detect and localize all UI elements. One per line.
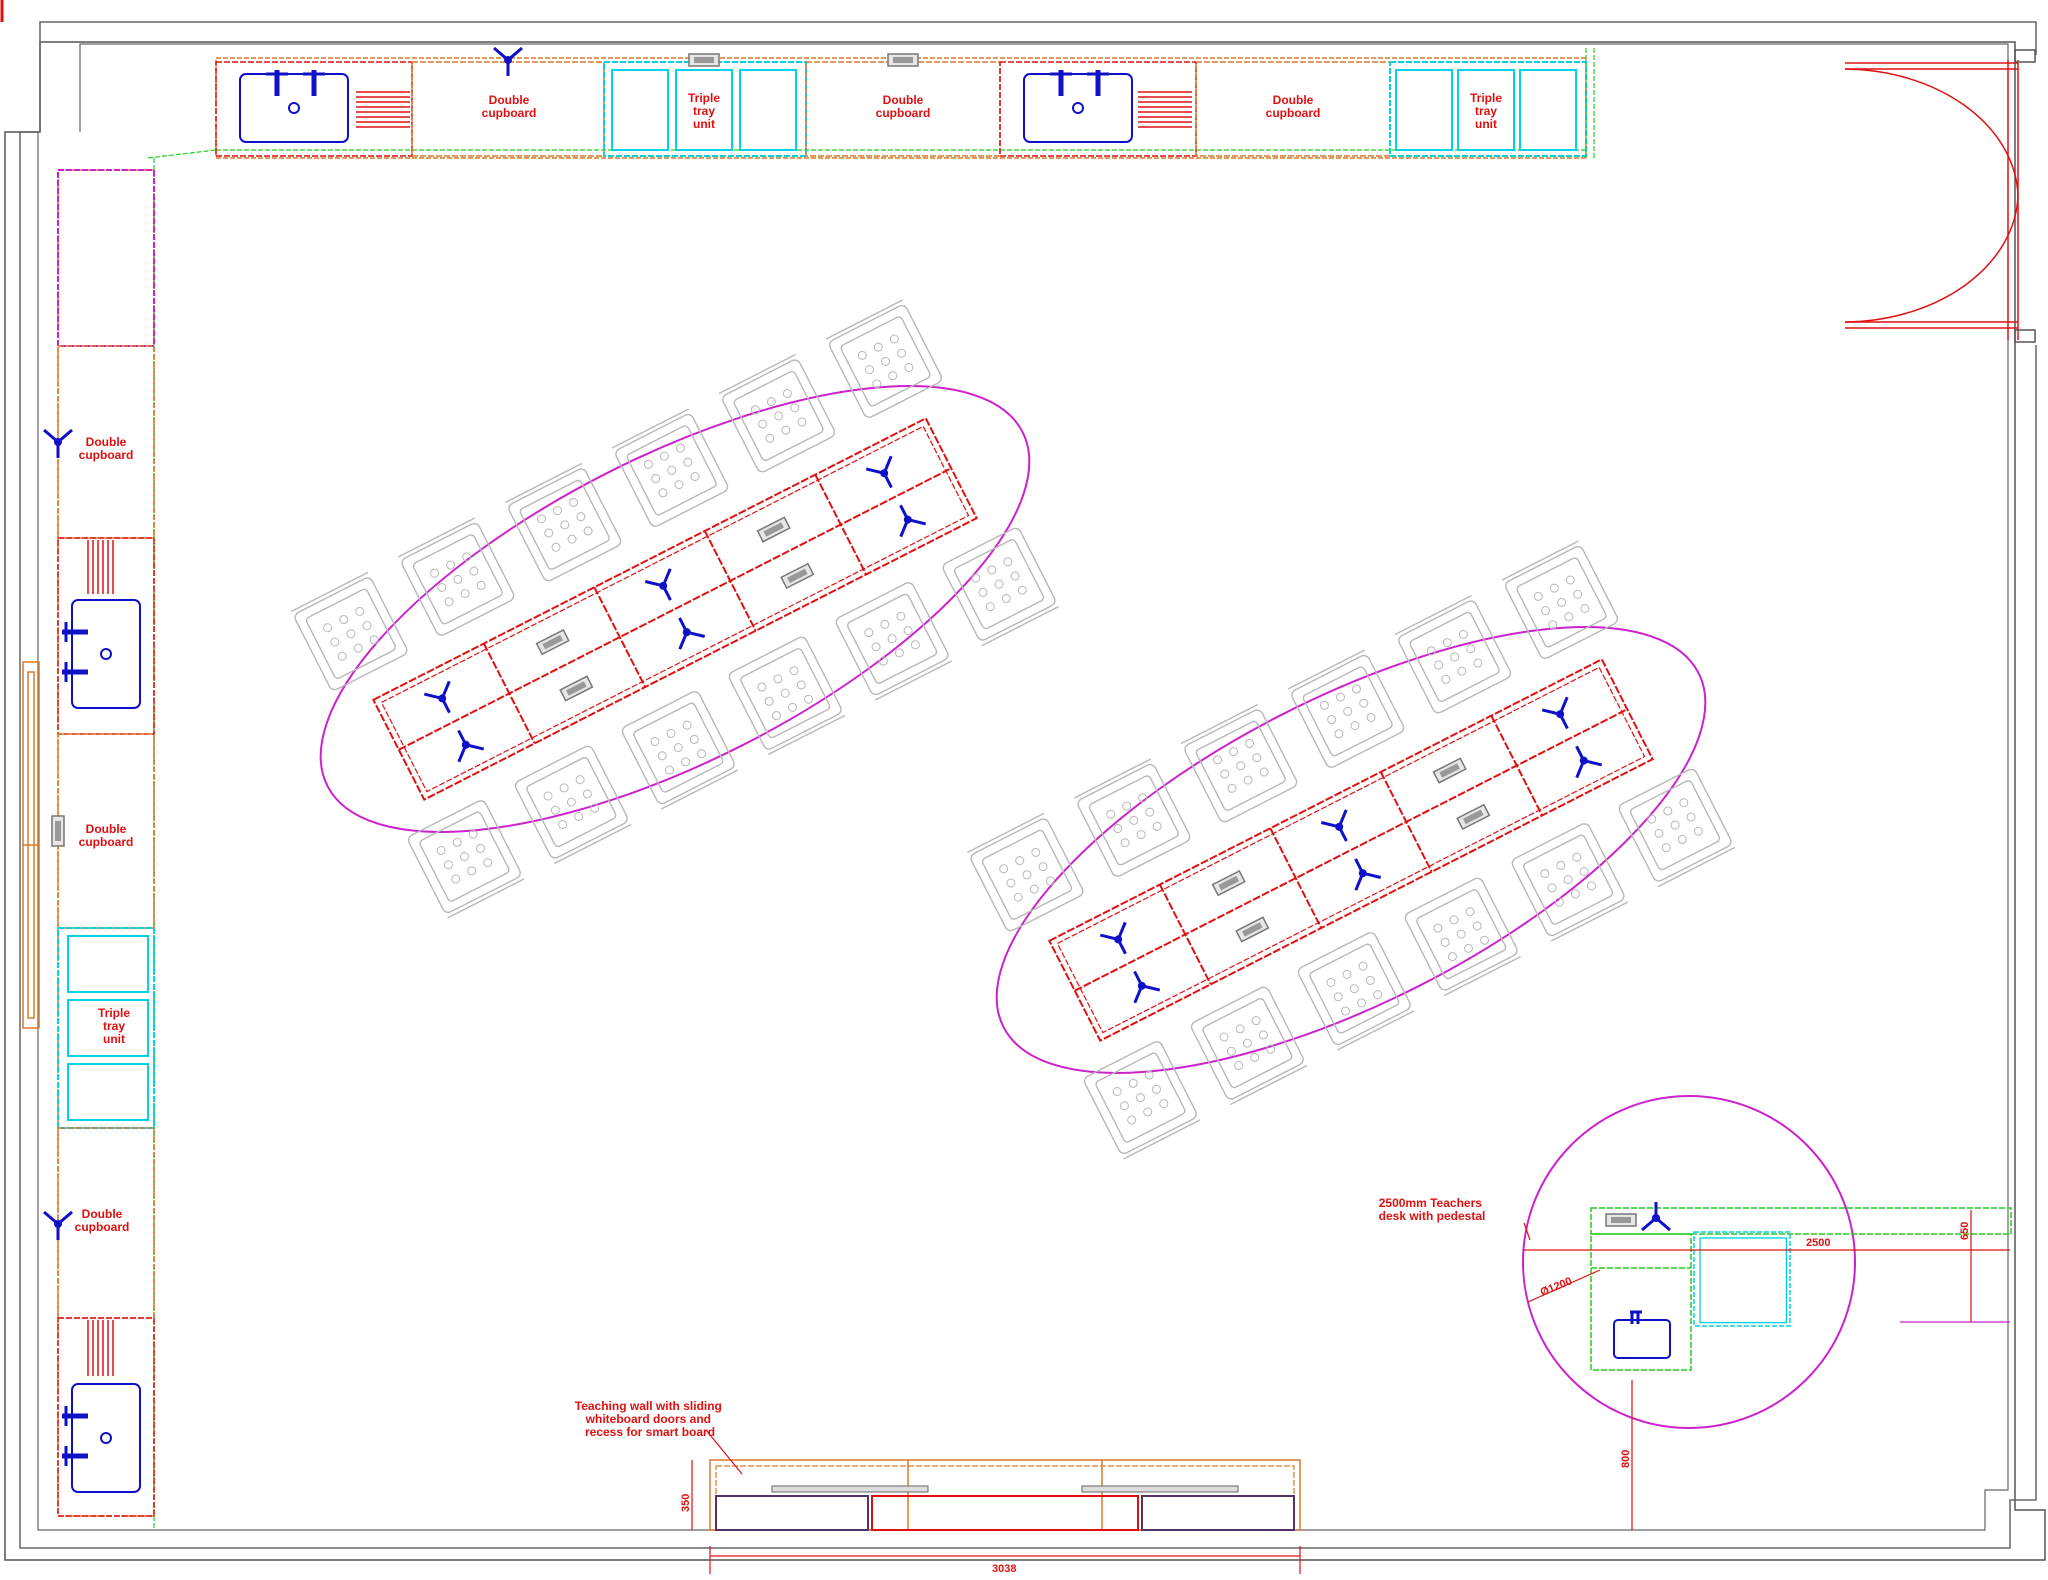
unit-label-line: Double	[86, 822, 127, 836]
unit-label-line: Double	[883, 93, 924, 107]
island-bench	[372, 417, 978, 801]
unit-label-line: tray	[1475, 104, 1497, 118]
unit-label-line: cupboard	[482, 106, 537, 120]
sink-unit	[57, 1317, 155, 1517]
circle-diameter-dim: Ø1200	[1539, 1275, 1574, 1298]
unit-label-line: Double	[82, 1207, 123, 1221]
room-walls	[4, 21, 2046, 1561]
island-table-group	[290, 299, 1060, 919]
island-table-group	[966, 540, 1736, 1160]
teachers-desk-note: 2500mm Teachers desk with pedestal	[1379, 1196, 1486, 1223]
unit-label-line: unit	[1475, 117, 1497, 131]
unit-label-line: Triple	[1470, 91, 1502, 105]
sink-unit	[999, 61, 1197, 157]
unit-label-line: cupboard	[75, 1220, 130, 1234]
unit-label-line: unit	[693, 117, 715, 131]
unit-label-line: cupboard	[1266, 106, 1321, 120]
unit-label-line: Triple	[688, 91, 720, 105]
desk-depth-dim: 650	[1959, 1222, 1971, 1240]
teachers-desk-area: 2500mm Teachers desk with pedestal 2500 …	[1379, 1095, 2012, 1530]
unit-label-line: Double	[1273, 93, 1314, 107]
teaching-wall-depth-dim: 350	[680, 1494, 692, 1512]
desk-length-dim: 2500	[1806, 1237, 1830, 1249]
desk-gap-dim: 800	[1620, 1450, 1632, 1468]
unit-label-line: tray	[103, 1019, 125, 1033]
teaching-wall-width-dim: 3038	[992, 1563, 1016, 1575]
unit-label-line: unit	[103, 1032, 125, 1046]
unit-label-line: cupboard	[79, 448, 134, 462]
unit-label-line: cupboard	[79, 835, 134, 849]
unit-label-line: tray	[693, 104, 715, 118]
unit-label-line: cupboard	[876, 106, 931, 120]
sink-unit	[215, 61, 413, 157]
sink-unit	[57, 537, 155, 735]
entrance-double-door	[1844, 49, 2036, 343]
side-window	[22, 661, 40, 1029]
unit-label-line: Double	[489, 93, 530, 107]
teaching-wall-note: Teaching wall with sliding whiteboard do…	[575, 1399, 725, 1439]
unit-label-line: Double	[86, 435, 127, 449]
unit-label-line: Triple	[98, 1006, 130, 1020]
teaching-wall: Teaching wall with sliding whiteboard do…	[575, 1399, 1301, 1575]
